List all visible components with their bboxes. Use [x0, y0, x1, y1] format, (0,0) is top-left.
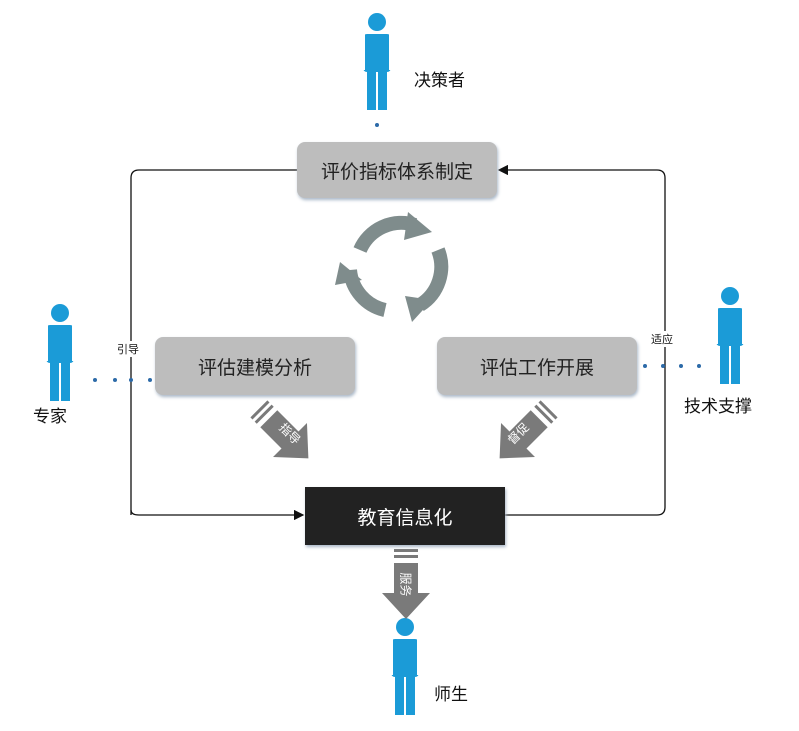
person-icon	[716, 287, 744, 384]
person-icon	[46, 304, 74, 401]
actor-tech-support: 技术支撑	[684, 397, 752, 417]
actor-expert: 专家	[33, 407, 67, 427]
person-icon	[363, 13, 391, 110]
node-evaluation-work: 评估工作开展	[437, 337, 637, 395]
actor-decision-maker: 决策者	[414, 71, 465, 91]
label-adapt: 适应	[651, 331, 673, 347]
loop-left-line	[130, 169, 297, 515]
node-education-informatization: 教育信息化	[305, 487, 505, 545]
cycle-icon	[343, 215, 449, 317]
node-indicator-system: 评价指标体系制定	[297, 142, 497, 198]
actor-teachers-students: 师生	[434, 685, 468, 705]
person-icon	[391, 618, 419, 715]
node-modeling-analysis: 评估建模分析	[155, 337, 355, 395]
loop-left-bottom-arrow	[130, 509, 305, 521]
label-serve: 服务	[398, 572, 413, 597]
label-guide: 引导	[117, 341, 139, 357]
